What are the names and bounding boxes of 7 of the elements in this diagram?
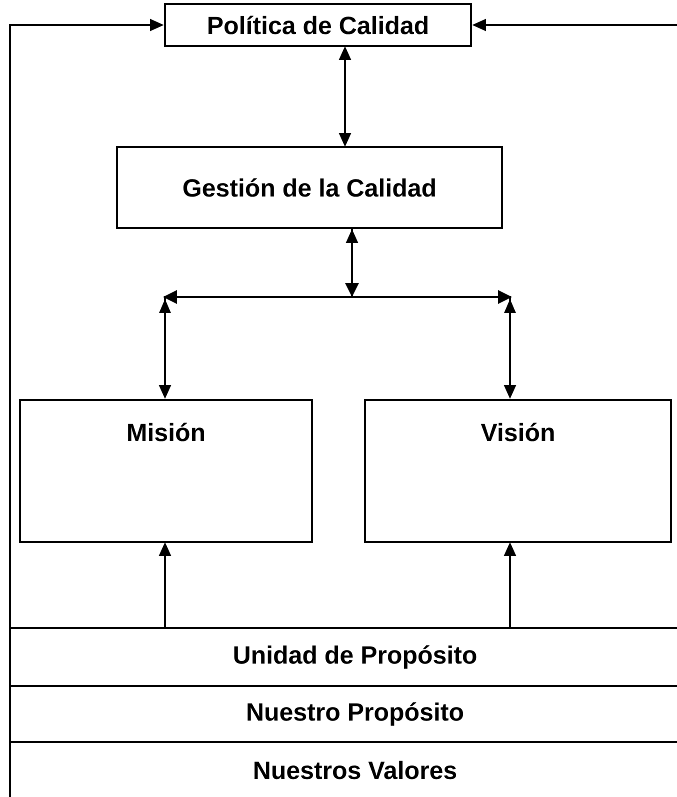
process-box: Visión [364,399,672,543]
process-box: Misión [19,399,313,543]
band: Nuestros Valores [10,741,677,780]
process-box: Política de Calidad [164,3,472,47]
band: Nuestro Propósito [9,685,677,743]
band: Unidad de Propósito [9,627,677,687]
process-box: Gestión de la Calidad [116,146,503,229]
